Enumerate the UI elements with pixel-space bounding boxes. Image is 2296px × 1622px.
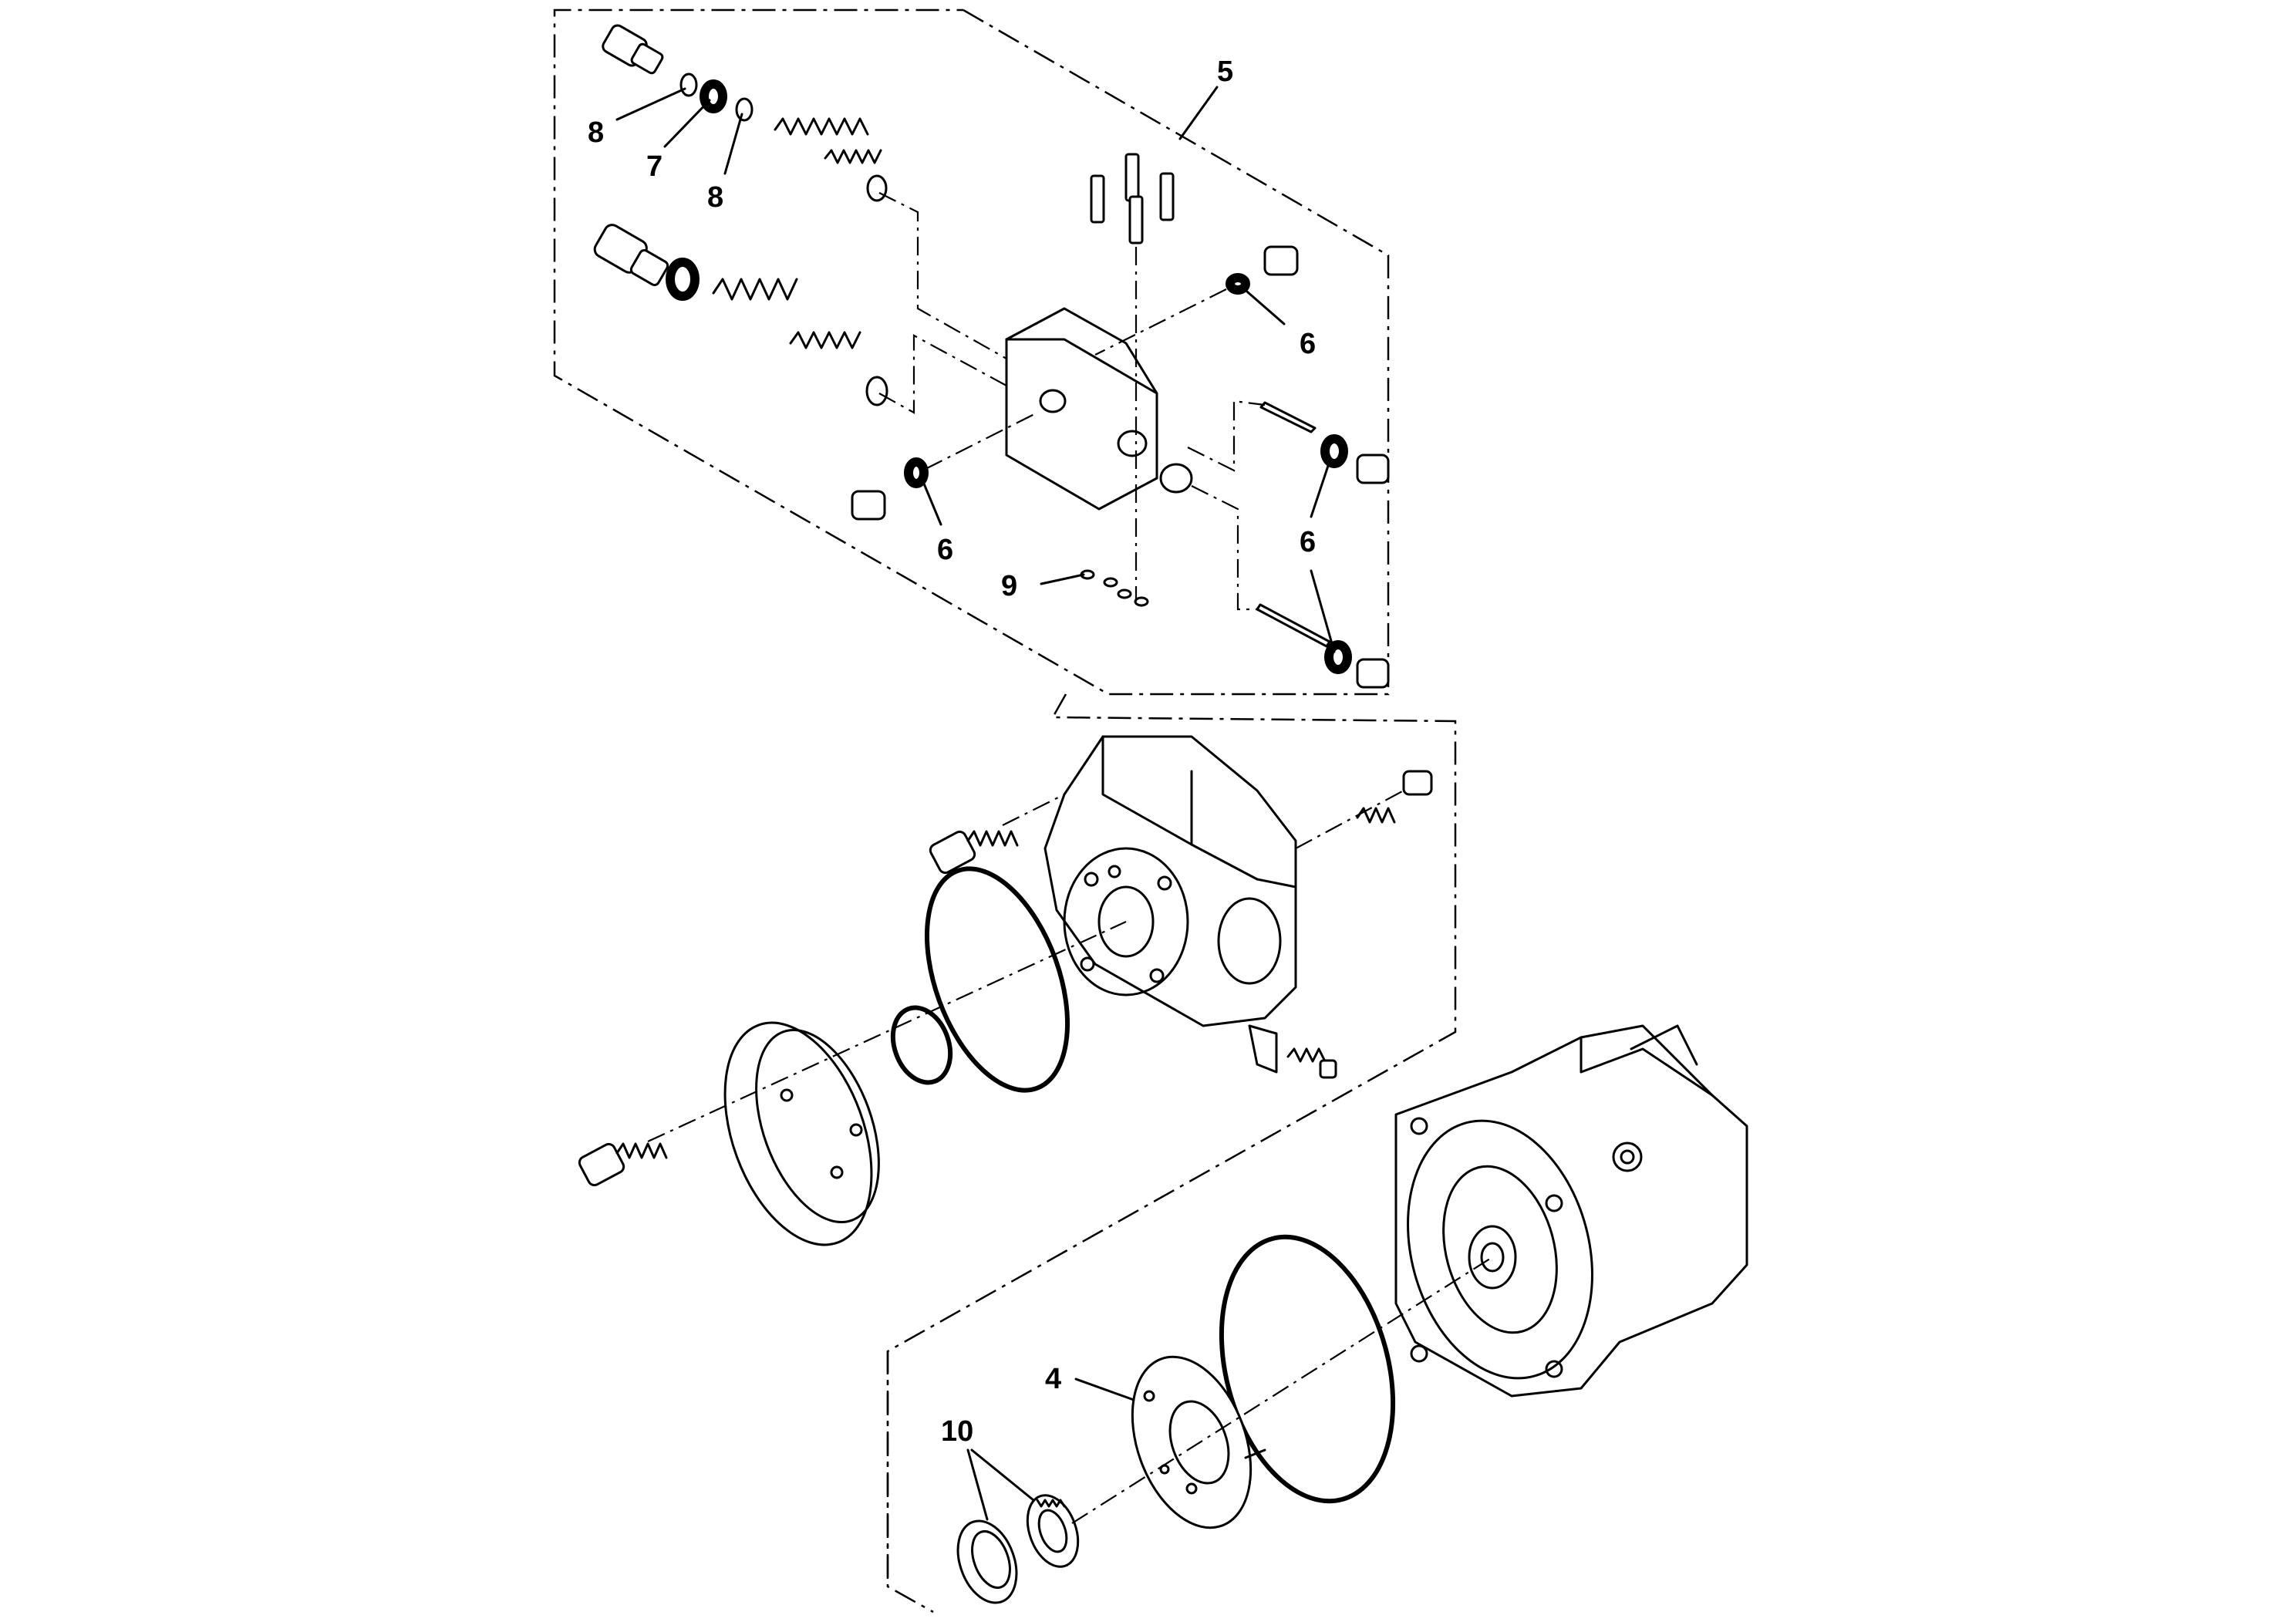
left-plug — [851, 412, 1038, 521]
axis-upper — [647, 921, 1127, 1142]
top-screws — [1090, 153, 1175, 602]
end-cap — [723, 1021, 880, 1246]
upper-spring — [774, 117, 888, 202]
washer-8-upper — [679, 73, 698, 97]
pump-cover-housing — [1043, 735, 1297, 1074]
right-lower-plug — [1191, 485, 1390, 689]
callout-6-right: 6 — [1300, 526, 1316, 558]
callout-6-left: 6 — [937, 534, 953, 566]
valve-body — [1005, 307, 1193, 511]
leader-lines — [615, 86, 1336, 1521]
oring-7 — [700, 79, 727, 113]
large-oring-body — [1219, 1234, 1396, 1504]
end-cap-bolt — [578, 1142, 668, 1187]
callout-8-upper: 8 — [588, 116, 604, 149]
callout-10: 10 — [941, 1415, 973, 1448]
lower-spring — [712, 278, 888, 406]
main-pump-body — [1394, 1024, 1748, 1398]
small-washers-9 — [1080, 569, 1149, 607]
callout-5: 5 — [1217, 56, 1233, 88]
lower-plug — [593, 224, 669, 287]
group-boundary-housing — [886, 693, 1457, 1614]
cover-bolt-left — [929, 794, 1065, 875]
callout-7: 7 — [646, 150, 663, 183]
bracket-bolt — [1286, 1047, 1337, 1079]
bearing-cone — [1026, 1494, 1080, 1568]
control-valve-assembly — [593, 24, 1390, 689]
lower-oring — [666, 258, 700, 301]
group-boundary-5 — [553, 8, 1390, 696]
bearing-cup — [956, 1519, 1018, 1604]
right-upper-plug — [1094, 245, 1299, 356]
upper-plug — [602, 24, 664, 75]
valve-plate — [1131, 1355, 1266, 1529]
callout-8-lower: 8 — [707, 181, 723, 214]
cover-bolt-right — [1295, 770, 1433, 849]
callout-9: 9 — [1001, 570, 1017, 602]
right-middle-plug — [1187, 400, 1390, 484]
washer-8-lower — [735, 97, 754, 122]
callout-6-upper-right: 6 — [1300, 328, 1316, 360]
large-oring-cover — [924, 866, 1070, 1093]
callout-4: 4 — [1045, 1363, 1061, 1395]
small-oring-cover — [890, 1005, 953, 1085]
axis-lower — [1071, 1256, 1493, 1524]
